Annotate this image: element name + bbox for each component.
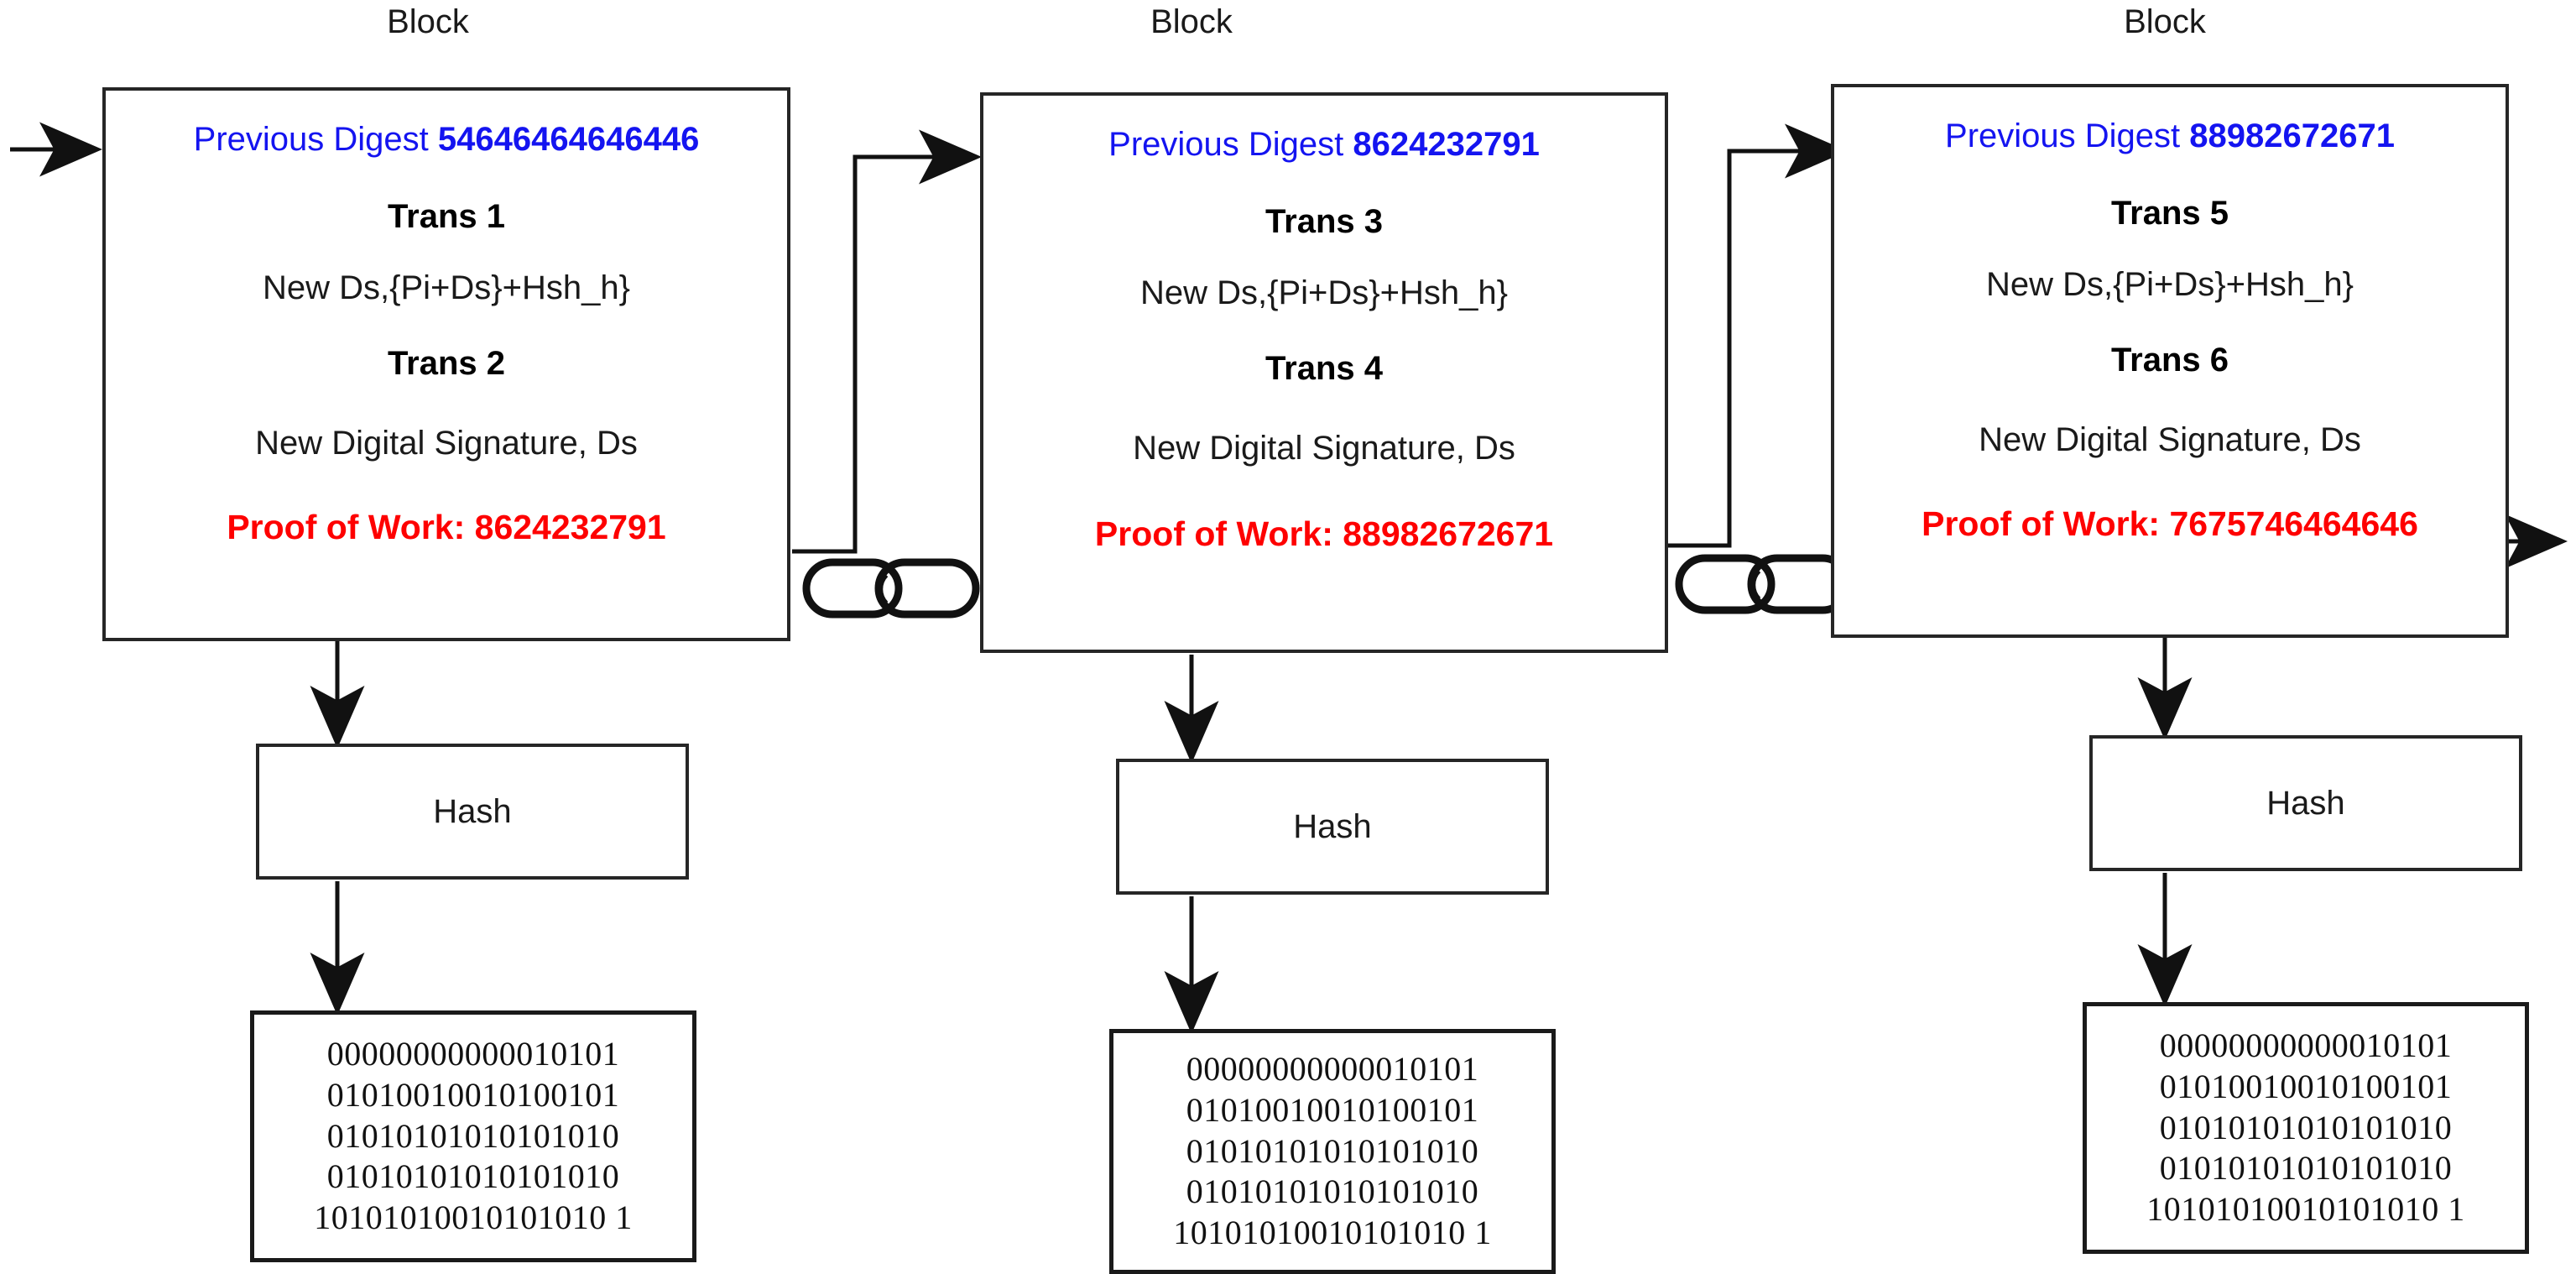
proof-of-work-row: Proof of Work: 88982672671 (1094, 514, 1554, 553)
binary-line: 10101010010101010 1 (1173, 1214, 1492, 1252)
binary-line: 10101010010101010 1 (2146, 1190, 2465, 1229)
transaction-5-label: Trans 5 (2110, 195, 2229, 232)
binary-line: 01010010010100101 (1186, 1090, 1479, 1129)
block-1-box[interactable]: Previous Digest 54646464646446 Trans 1 N… (102, 87, 790, 641)
transaction-1-detail: New Ds,{Pi+Ds}+Hsh_h} (262, 269, 630, 306)
hash-label: Hash (1293, 807, 1372, 845)
transaction-6-label: Trans 6 (2110, 342, 2229, 379)
previous-digest-value: 54646464646446 (437, 121, 700, 158)
chain-link-icon (802, 558, 980, 619)
binary-line: 01010101010101010 (2159, 1149, 2453, 1188)
transaction-2-label: Trans 2 (387, 345, 506, 382)
binary-line: 00000000000010101 (2159, 1026, 2453, 1064)
block-2-box[interactable]: Previous Digest 8624232791 Trans 3 New D… (980, 92, 1668, 653)
binary-output-2: 00000000000010101 01010010010100101 0101… (1109, 1029, 1556, 1274)
binary-line: 01010101010101010 (326, 1157, 620, 1196)
transaction-4-label: Trans 4 (1265, 350, 1384, 387)
arrow-block1-to-block2 (792, 129, 982, 554)
block-3-box[interactable]: Previous Digest 88982672671 Trans 5 New … (1831, 84, 2509, 638)
digital-signature-row: New Digital Signature, Ds (1133, 430, 1515, 467)
transaction-3-label: Trans 3 (1265, 203, 1384, 240)
binary-line: 01010101010101010 (1186, 1131, 1479, 1170)
block-title: Block (2124, 3, 2206, 40)
hash-label: Hash (2266, 784, 2345, 822)
binary-line: 01010101010101010 (2159, 1108, 2453, 1146)
binary-line: 01010101010101010 (326, 1116, 620, 1155)
hash-box-3[interactable]: Hash (2089, 735, 2522, 871)
binary-line: 00000000000010101 (1186, 1050, 1479, 1088)
previous-digest-label: Previous Digest (1945, 117, 2181, 154)
hash-box-1[interactable]: Hash (256, 744, 689, 880)
digital-signature-row: New Digital Signature, Ds (1979, 421, 2361, 458)
transaction-3-detail: New Ds,{Pi+Ds}+Hsh_h} (1139, 274, 1508, 311)
previous-digest-row: Previous Digest 54646464646446 (106, 123, 787, 156)
proof-of-work-row: Proof of Work: 7675746464646 (1922, 504, 2418, 543)
previous-digest-row: Previous Digest 88982672671 (1834, 119, 2506, 153)
block-title: Block (1150, 3, 1233, 40)
transaction-1-label: Trans 1 (387, 198, 506, 235)
binary-output-1: 00000000000010101 01010010010100101 0101… (250, 1010, 696, 1262)
block-title: Block (387, 3, 469, 40)
transaction-5-detail: New Ds,{Pi+Ds}+Hsh_h} (1985, 266, 2354, 303)
digital-signature-row: New Digital Signature, Ds (255, 425, 638, 462)
binary-output-3: 00000000000010101 01010010010100101 0101… (2083, 1002, 2529, 1254)
previous-digest-label: Previous Digest (1108, 126, 1344, 163)
previous-digest-row: Previous Digest 8624232791 (983, 128, 1665, 161)
binary-line: 01010010010100101 (326, 1075, 620, 1114)
chain-link-icon (1675, 554, 1853, 614)
binary-line: 01010010010100101 (2159, 1067, 2453, 1105)
hash-box-2[interactable]: Hash (1116, 759, 1549, 895)
previous-digest-value: 8624232791 (1353, 126, 1540, 163)
arrow-block2-to-block3 (1666, 123, 1848, 548)
binary-line: 10101010010101010 1 (314, 1198, 633, 1237)
binary-line: 00000000000010101 (326, 1035, 620, 1073)
previous-digest-label: Previous Digest (193, 121, 429, 158)
proof-of-work-row: Proof of Work: 8624232791 (227, 508, 666, 546)
hash-label: Hash (433, 792, 512, 830)
previous-digest-value: 88982672671 (2189, 117, 2395, 154)
binary-line: 01010101010101010 (1186, 1172, 1479, 1211)
